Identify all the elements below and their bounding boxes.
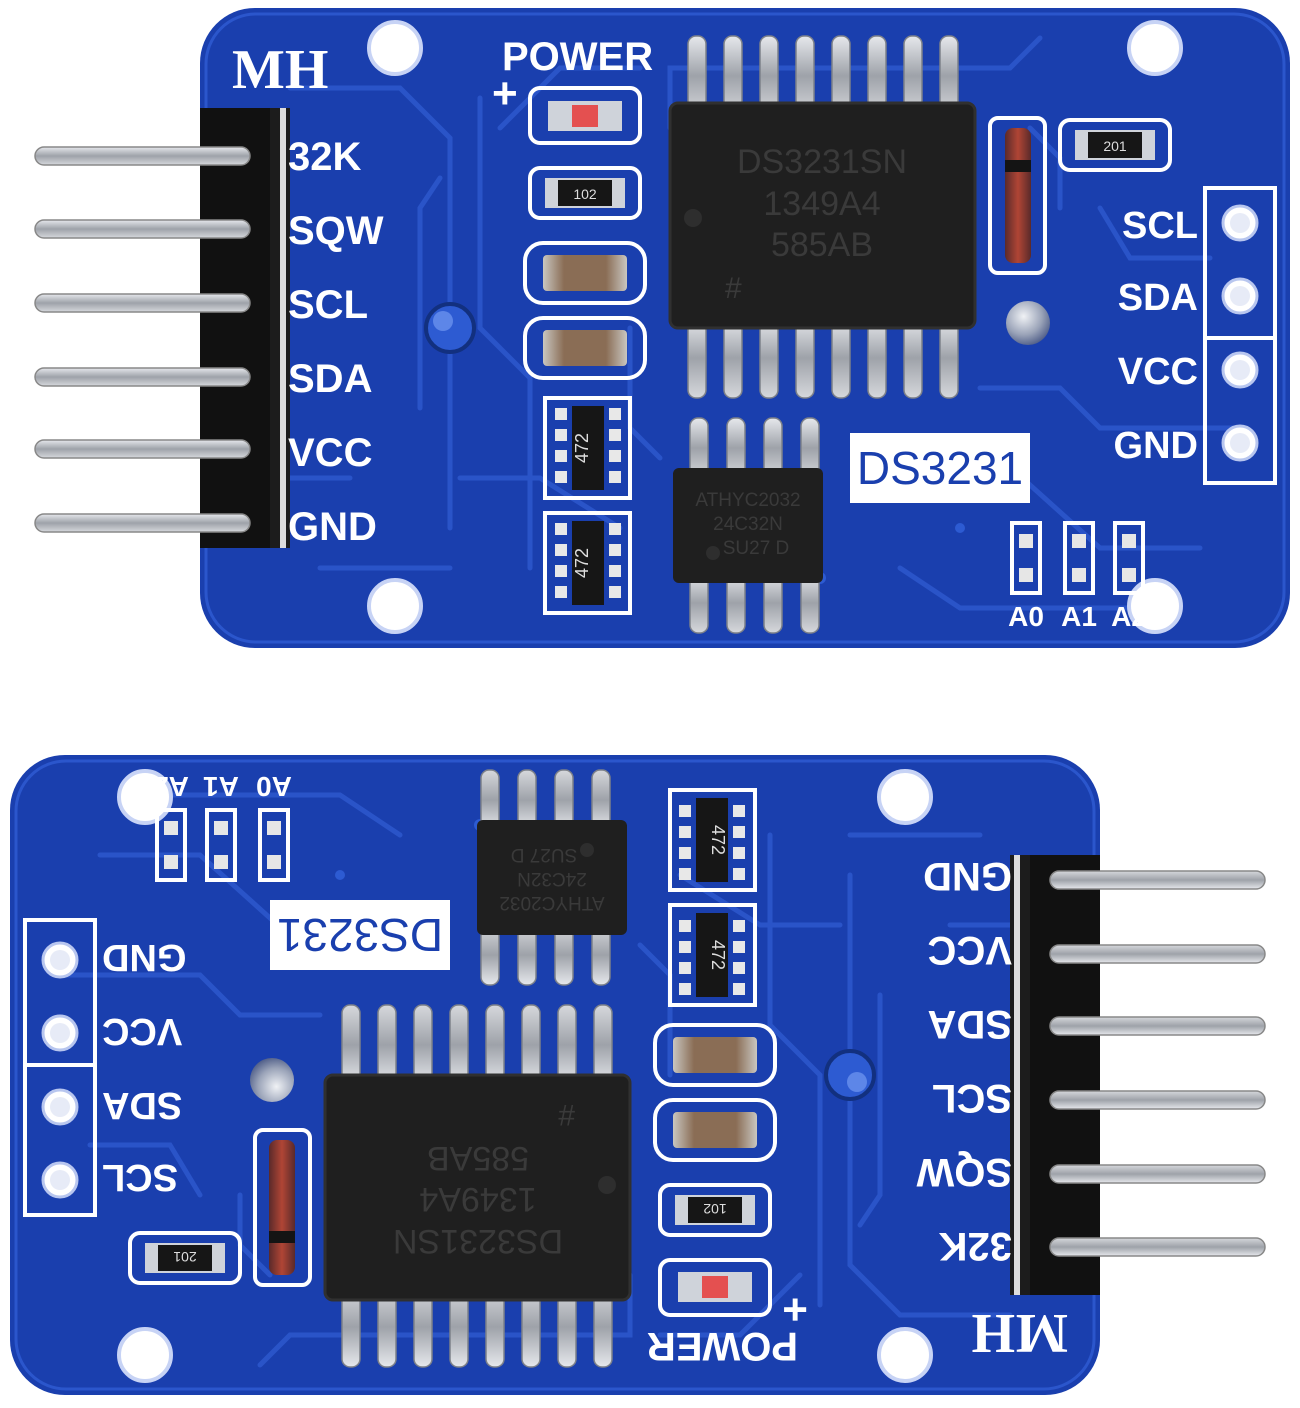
- top-address-label: A1: [1061, 601, 1097, 632]
- eeprom-marking-line: ATHYC2032: [499, 892, 604, 913]
- bottom-pin-label: SQW: [916, 1150, 1012, 1194]
- bottom-pin-label: VCC: [928, 928, 1012, 972]
- bottom-right-pin-label: SDA: [102, 1084, 182, 1126]
- chip-marking-line: 1349A4: [763, 185, 880, 223]
- bottom-eeprom-marking: ATHYC2032 24C32N SU27 D: [499, 844, 604, 913]
- top-right-pin-label: GND: [1114, 425, 1198, 467]
- chip-marking-line: 585AB: [771, 226, 873, 264]
- bottom-pin-label: 32K: [939, 1224, 1012, 1268]
- top-left-header-pins: [34, 146, 251, 533]
- top-address-label: A0: [1008, 601, 1044, 632]
- bottom-header-pins: [1049, 870, 1266, 1257]
- bottom-power-label: POWER: [647, 1324, 798, 1368]
- bottom-module-label: DS3231: [277, 909, 443, 961]
- resistor-array-code: 472: [572, 548, 592, 578]
- top-module-label: DS3231: [857, 442, 1023, 494]
- top-brand-label: MH: [232, 39, 328, 101]
- chip-marking-line: DS3231SN: [393, 1222, 563, 1260]
- top-right-pin-label: SCL: [1122, 205, 1198, 247]
- top-left-pin-label: SCL: [288, 283, 368, 327]
- top-power-plus: +: [492, 69, 518, 118]
- eeprom-marking-line: ATHYC2032: [695, 490, 800, 511]
- top-left-pin-label: SQW: [288, 209, 384, 253]
- bottom-main-chip-marking: DS3231SN 1349A4 585AB #: [393, 1098, 575, 1260]
- top-main-chip-marking: DS3231SN 1349A4 585AB #: [725, 143, 907, 305]
- eeprom-marking-line: SU27 D: [511, 844, 578, 865]
- resistor-array-code: 472: [708, 940, 728, 970]
- eeprom-marking-line: 24C32N: [713, 514, 783, 535]
- top-left-pin-labels: 32K SQW SCL SDA VCC GND: [288, 135, 384, 549]
- chip-marking-line: 585AB: [427, 1139, 529, 1177]
- top-module: MH POWER + 32K SQW SCL SDA VCC GND SCL S…: [34, 8, 1290, 648]
- top-address-labels: A0 A1 A2: [1008, 601, 1147, 632]
- bottom-pin-label: SCL: [932, 1076, 1012, 1120]
- top-right-pin-label: VCC: [1118, 351, 1198, 393]
- resistor-code: 102: [573, 186, 597, 202]
- eeprom-marking-line: SU27 D: [723, 538, 790, 559]
- top-right-pin-labels: SCL SDA VCC GND: [1114, 205, 1198, 467]
- bottom-right-pin-labels: SCL SDA VCC GND: [102, 936, 186, 1198]
- bottom-module: MH POWER + 32K SQW SCL SDA VCC GND SCL S…: [10, 755, 1266, 1395]
- chip-mark: #: [558, 1098, 575, 1131]
- top-left-pin-label: VCC: [288, 431, 372, 475]
- chip-marking-line: 1349A4: [419, 1180, 536, 1218]
- top-eeprom-marking: ATHYC2032 24C32N SU27 D: [695, 490, 800, 559]
- bottom-brand-label: MH: [972, 1302, 1068, 1364]
- resistor-array-code: 472: [572, 433, 592, 463]
- eeprom-marking-line: 24C32N: [517, 868, 587, 889]
- bottom-right-pin-label: SCL: [102, 1156, 178, 1198]
- chip-marking-line: DS3231SN: [737, 143, 907, 181]
- top-left-pin-label: 32K: [288, 135, 361, 179]
- bottom-right-pin-label: GND: [102, 936, 186, 978]
- top-left-pin-label: GND: [288, 505, 377, 549]
- bottom-address-label: A1: [203, 771, 239, 802]
- bottom-address-labels: A0 A1 A2: [153, 771, 292, 802]
- resistor-code: 201: [173, 1249, 197, 1265]
- resistor-code: 201: [1103, 138, 1127, 154]
- top-address-label: A2: [1111, 601, 1147, 632]
- chip-mark: #: [725, 272, 742, 305]
- bottom-address-label: A0: [256, 771, 292, 802]
- bottom-address-label: A2: [153, 771, 189, 802]
- top-left-pin-label: SDA: [288, 357, 372, 401]
- bottom-right-pin-label: VCC: [102, 1010, 182, 1052]
- bottom-pin-label: GND: [923, 854, 1012, 898]
- top-right-pin-label: SDA: [1118, 277, 1198, 319]
- bottom-left-pin-labels: 32K SQW SCL SDA VCC GND: [916, 854, 1012, 1268]
- bottom-pin-label: SDA: [928, 1002, 1012, 1046]
- top-power-label: POWER: [502, 35, 653, 79]
- bottom-power-plus: +: [782, 1285, 808, 1334]
- resistor-array-code: 472: [708, 825, 728, 855]
- resistor-code: 102: [703, 1201, 727, 1217]
